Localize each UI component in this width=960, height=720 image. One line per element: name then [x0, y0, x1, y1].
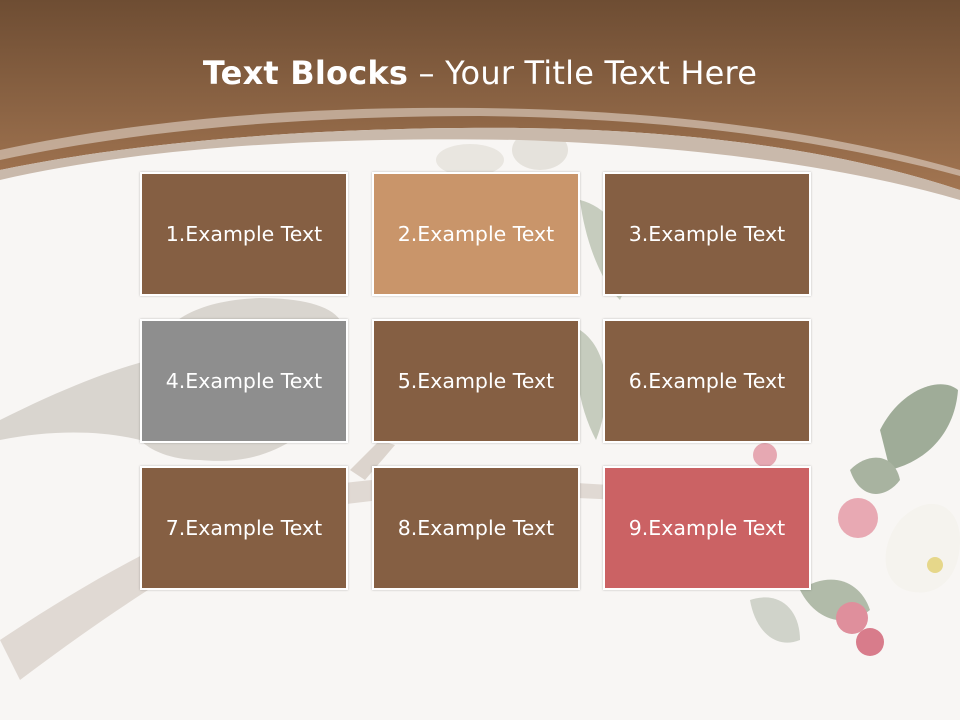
title-rest: Your Title Text Here: [445, 54, 758, 92]
branch-twig: [350, 440, 395, 480]
text-block-label: 6.Example Text: [628, 369, 786, 393]
flower-bud: [838, 498, 878, 538]
header-swoosh: [0, 127, 960, 200]
text-block-label: 3.Example Text: [628, 222, 786, 246]
slide-title: Text Blocks – Your Title Text Here: [0, 54, 960, 92]
leaf-shape: [850, 457, 900, 494]
text-block-5: 5.Example Text: [372, 319, 580, 443]
text-block-4: 4.Example Text: [140, 319, 348, 443]
leaf-shape: [576, 330, 606, 440]
text-block-label: 5.Example Text: [397, 369, 555, 393]
text-block-2: 2.Example Text: [372, 172, 580, 296]
text-block-9: 9.Example Text: [603, 466, 811, 590]
flower-shape: [436, 144, 504, 176]
header-band: [0, 0, 960, 190]
leaf-shape: [880, 384, 958, 470]
flower-petals: [885, 503, 960, 593]
leaf-shape: [750, 597, 800, 643]
title-bold: Text Blocks: [202, 54, 409, 92]
text-block-7: 7.Example Text: [140, 466, 348, 590]
branch-shape: [0, 477, 620, 680]
text-block-label: 4.Example Text: [165, 369, 323, 393]
text-block-3: 3.Example Text: [603, 172, 811, 296]
text-block-label: 1.Example Text: [165, 222, 323, 246]
flower-bud: [836, 602, 868, 634]
text-block-label: 9.Example Text: [628, 516, 786, 540]
title-dash: –: [408, 54, 446, 92]
text-block-label: 7.Example Text: [165, 516, 323, 540]
text-block-8: 8.Example Text: [372, 466, 580, 590]
text-block-label: 2.Example Text: [397, 222, 555, 246]
flower-center: [927, 557, 943, 573]
text-block-label: 8.Example Text: [397, 516, 555, 540]
text-block-6: 6.Example Text: [603, 319, 811, 443]
flower-bud: [753, 443, 777, 467]
text-block-1: 1.Example Text: [140, 172, 348, 296]
flower-bud: [856, 628, 884, 656]
header-swoosh-light: [0, 107, 960, 176]
